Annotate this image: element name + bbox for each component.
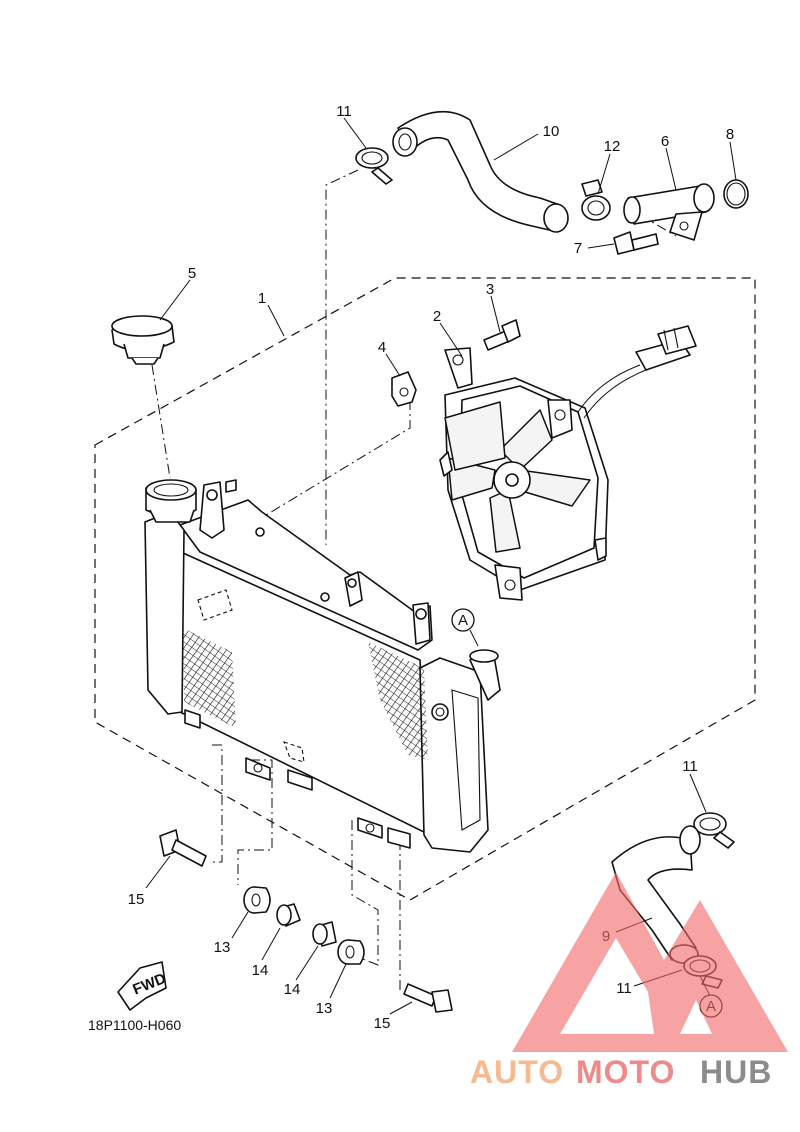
watermark-logo <box>512 872 788 1052</box>
callout-a-top-label: A <box>458 612 468 629</box>
watermark-text: AUTO MOTO HUB <box>470 1054 772 1090</box>
callout-11-top: 11 <box>336 103 352 120</box>
radiator-cap <box>111 315 175 365</box>
assembly-boundary <box>94 277 756 901</box>
callout-14-right: 14 <box>284 981 301 998</box>
callout-12: 12 <box>604 138 621 155</box>
callout-3: 3 <box>486 281 494 298</box>
callout-1: 1 <box>258 290 266 307</box>
callout-11-right: 11 <box>682 758 698 775</box>
collar-14-left <box>276 903 301 927</box>
callout-5: 5 <box>188 265 196 282</box>
callout-7: 7 <box>574 240 582 257</box>
collar-14-right <box>312 921 337 947</box>
bolt-15-left <box>159 829 207 867</box>
watermark-hub: HUB <box>700 1054 772 1090</box>
grommet-13-right <box>337 939 365 965</box>
grommet-13-left <box>243 886 271 914</box>
o-ring-8 <box>723 179 749 209</box>
callout-6: 6 <box>661 133 669 150</box>
callout-a-top: A <box>451 608 479 647</box>
clamp-12 <box>581 179 611 221</box>
callout-13-left: 13 <box>214 939 231 956</box>
watermark-triangle-icon <box>512 872 788 1052</box>
clamp-11-top <box>355 147 393 185</box>
callout-11-lower: 11 <box>616 980 632 997</box>
bolt-15-right <box>403 983 453 1013</box>
cooling-fan <box>439 325 697 601</box>
upper-hose-10 <box>392 110 569 233</box>
callout-8: 8 <box>726 126 734 143</box>
bolt-7 <box>613 231 659 255</box>
diagram-code: 18P1100-H060 <box>88 1017 181 1033</box>
watermark-auto: AUTO <box>470 1054 564 1090</box>
callout-4: 4 <box>378 339 386 356</box>
pipe-6 <box>623 183 715 241</box>
callout-15-right: 15 <box>374 1015 391 1032</box>
callout-10: 10 <box>543 123 560 140</box>
callout-numbers: 1 2 3 4 5 6 7 8 9 10 11 11 11 12 13 13 1… <box>128 103 735 1032</box>
callout-2: 2 <box>433 308 441 325</box>
clamp-11-right <box>693 812 735 849</box>
bolt-3 <box>483 319 521 351</box>
callout-14-left: 14 <box>252 962 269 979</box>
callout-13-right: 13 <box>316 1000 333 1017</box>
nut-4 <box>391 371 417 407</box>
fwd-arrow: FWD <box>117 961 169 1011</box>
watermark-moto: MOTO <box>576 1054 675 1090</box>
callout-15-left: 15 <box>128 891 145 908</box>
radiator <box>144 479 501 853</box>
